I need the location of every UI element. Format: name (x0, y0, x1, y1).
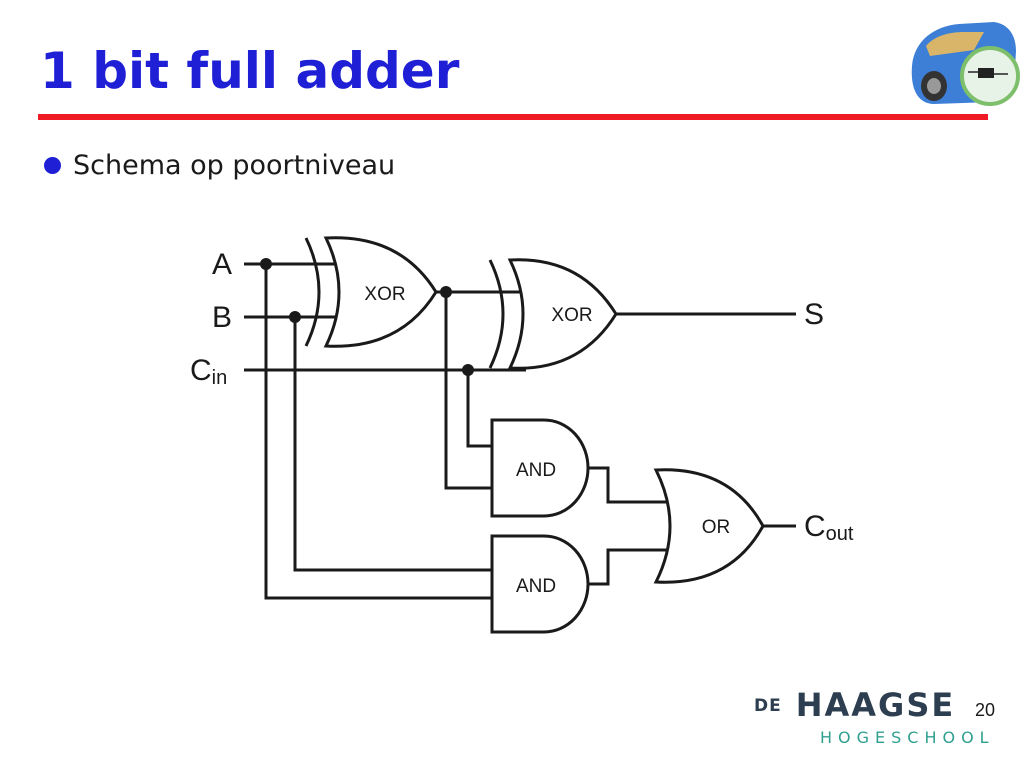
junction-a (260, 258, 272, 270)
school-logo: DE HAAGSE HOGESCHOOL (754, 686, 990, 747)
bullet-dot-icon (44, 157, 61, 174)
input-a-label: A (212, 248, 232, 281)
output-s-label: S (804, 298, 824, 331)
wire-cin-down (466, 370, 492, 448)
car-logo-icon (911, 22, 1020, 106)
full-adder-circuit: XOR XOR AND AND OR A B Cin S Cout (190, 236, 854, 634)
junction-xor1 (440, 286, 452, 298)
and-gate-1: AND (490, 418, 590, 518)
bullet-item: Schema op poortniveau (44, 150, 395, 181)
page-number: 20 (975, 700, 996, 720)
wire-a-down (264, 264, 492, 600)
input-cin-label: Cin (190, 354, 227, 389)
junction-dots (260, 258, 474, 376)
wire-b-down (293, 317, 492, 572)
junction-cin (462, 364, 474, 376)
title-underline (38, 114, 988, 120)
junction-b (289, 311, 301, 323)
xor-gate-1: XOR (304, 236, 438, 348)
wire-and1-out (588, 466, 670, 504)
brand-de: DE (754, 696, 782, 716)
xor2-label: XOR (551, 305, 592, 326)
or-gate: OR (653, 468, 765, 584)
wire-xor1-down (444, 292, 492, 490)
and1-label: AND (516, 460, 556, 481)
output-cout-label: Cout (804, 510, 854, 545)
circuit-wires (244, 262, 796, 600)
or-label: OR (702, 517, 731, 538)
xor1-label: XOR (364, 284, 405, 305)
slide-title: 1 bit full adder (40, 42, 460, 100)
bullet-text: Schema op poortniveau (73, 150, 396, 181)
xor-gate-2: XOR (488, 258, 618, 370)
brand-sub: HOGESCHOOL (820, 728, 995, 747)
wire-and2-out (588, 548, 670, 586)
and-gate-2: AND (490, 534, 590, 634)
brand-main: HAAGSE (795, 686, 956, 724)
input-b-label: B (212, 301, 232, 334)
and2-label: AND (516, 576, 556, 597)
io-labels: A B Cin S Cout (190, 248, 854, 545)
